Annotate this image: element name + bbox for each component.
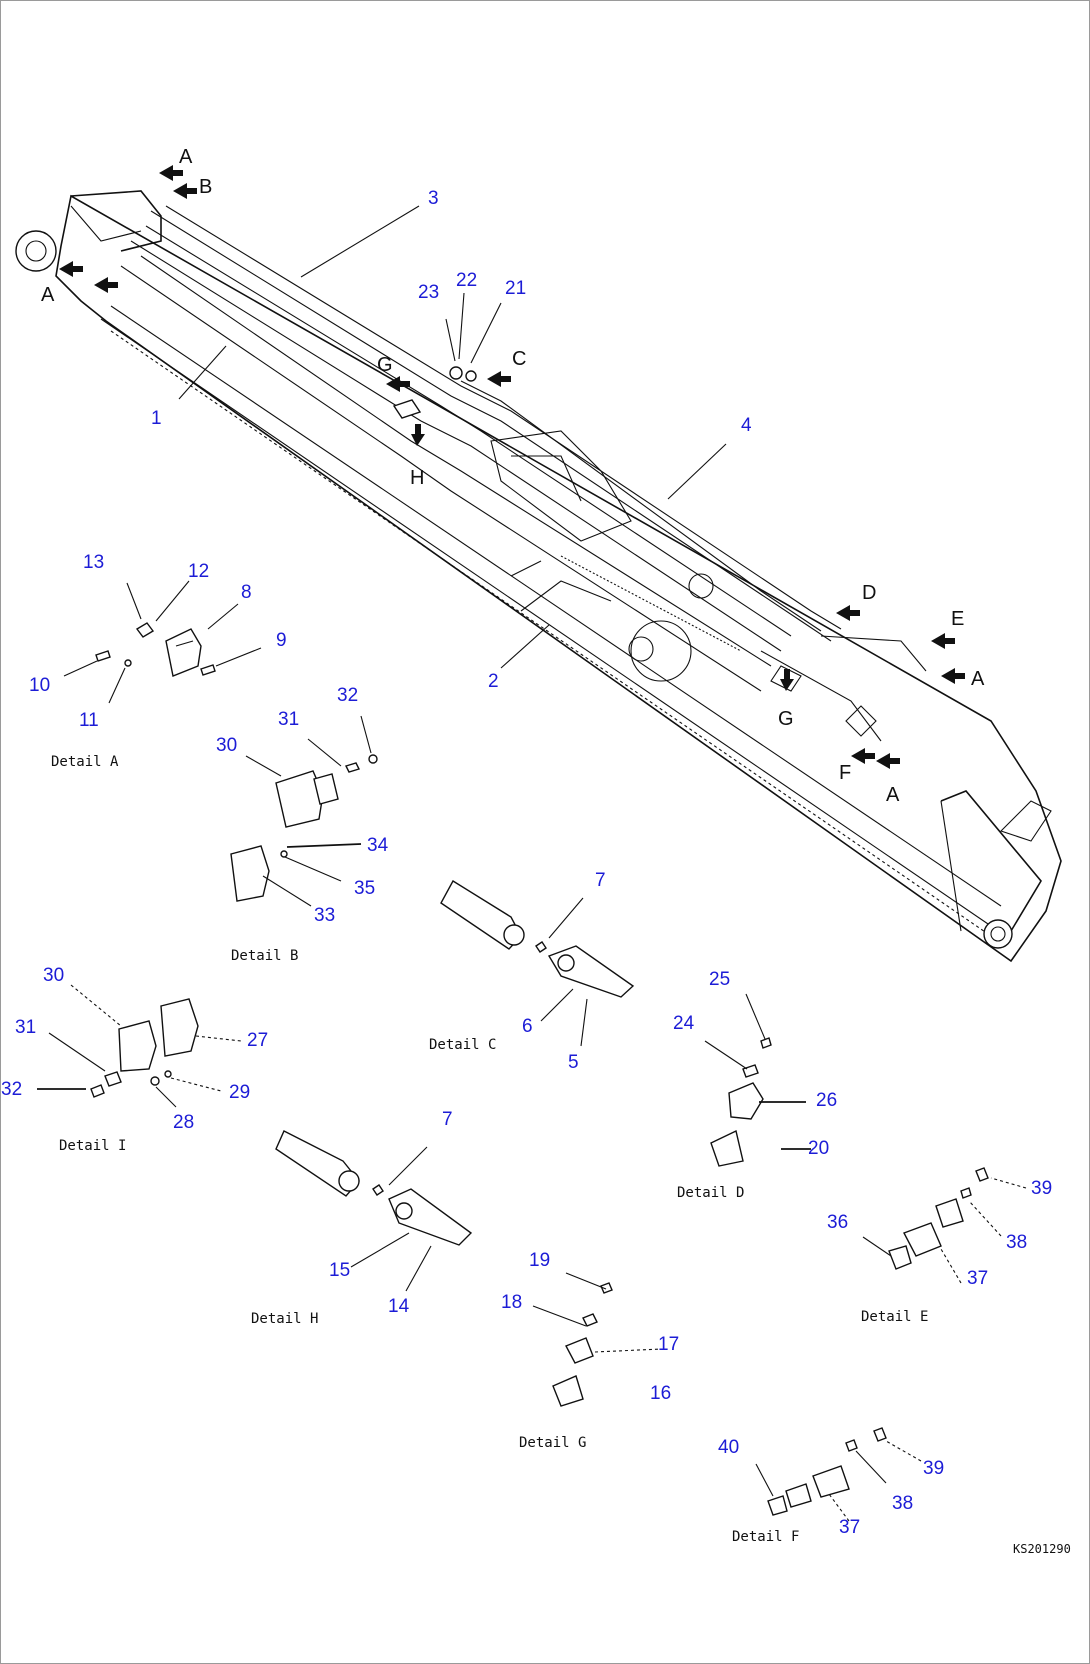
detail-c-caption: Detail C [429,1037,496,1053]
callout-3: 3 [428,188,439,209]
detail-d-caption: Detail D [677,1185,744,1201]
view-marker-c: C [512,348,526,370]
callout-26: 26 [816,1090,837,1111]
callout-36: 36 [827,1212,848,1233]
callout-13: 13 [83,552,104,573]
callout-15: 15 [329,1260,350,1281]
view-marker-a-left: A [41,284,55,306]
callout-10: 10 [29,675,50,696]
callout-37-e: 37 [967,1268,988,1289]
callout-32-i: 32 [1,1079,22,1100]
view-arrows [59,165,965,769]
callout-12: 12 [188,561,209,582]
callout-4: 4 [741,415,752,436]
main-callouts: 3 1 4 2 23 22 21 [151,188,752,692]
callout-1: 1 [151,408,162,429]
view-marker-d: D [862,582,876,604]
callout-2: 2 [488,671,499,692]
detail-g: 19 18 17 16 Detail G [501,1250,679,1451]
callout-23: 23 [418,282,439,303]
callout-24: 24 [673,1013,695,1034]
view-marker-a-lower: A [886,784,900,806]
detail-b-caption: Detail B [231,948,298,964]
callout-29: 29 [229,1082,250,1103]
callout-28: 28 [173,1112,194,1133]
callout-5: 5 [568,1052,579,1073]
detail-f-caption: Detail F [732,1529,799,1545]
callout-11: 11 [79,710,99,731]
detail-a-caption: Detail A [51,754,119,770]
callout-27: 27 [247,1030,268,1051]
callout-9: 9 [276,630,287,651]
detail-i: 30 31 32 27 29 28 Detail I [1,965,268,1154]
callout-16: 16 [650,1383,671,1404]
callout-17: 17 [658,1334,679,1355]
callout-37-f: 37 [839,1517,860,1538]
view-marker-e: E [951,608,964,630]
callout-6: 6 [522,1016,533,1037]
callout-19: 19 [529,1250,550,1271]
view-marker-a-top: A [179,146,193,168]
callout-34: 34 [367,835,389,856]
detail-d: 25 24 26 20 Detail D [673,969,837,1201]
callout-20: 20 [808,1138,829,1159]
view-marker-b-top: B [199,176,212,198]
detail-f: 40 37 38 39 Detail F [718,1427,944,1545]
detail-e: 36 37 38 39 Detail E [827,1167,1052,1325]
callout-7-c: 7 [595,870,606,891]
callout-22: 22 [456,270,477,291]
view-marker-a-right: A [971,668,985,690]
detail-h-caption: Detail H [251,1311,318,1327]
view-marker-g-mid: G [377,354,393,376]
callout-38-f: 38 [892,1493,913,1514]
view-marker-f-right: F [839,762,851,784]
boom-assembly [15,190,1062,963]
callout-31-i: 31 [15,1017,36,1038]
detail-a: 13 12 8 9 10 11 Detail A [29,552,287,770]
detail-b: 30 31 32 34 35 33 Detail B [216,685,389,964]
detail-h: 7 15 14 Detail H [251,1109,473,1327]
callout-39-e: 39 [1031,1178,1052,1199]
view-marker-h: H [410,467,424,489]
detail-i-caption: Detail I [59,1138,126,1154]
callout-38-e: 38 [1006,1232,1027,1253]
callout-32-b: 32 [337,685,358,706]
callout-39-f: 39 [923,1458,944,1479]
callout-25: 25 [709,969,730,990]
callout-31-b: 31 [278,709,299,730]
callout-8: 8 [241,582,252,603]
callout-7-h: 7 [442,1109,453,1130]
detail-c: 7 6 5 Detail C [429,870,635,1073]
callout-35: 35 [354,878,375,899]
view-marker-g-right: G [778,708,794,730]
callout-18: 18 [501,1292,522,1313]
callout-30-b: 30 [216,735,237,756]
detail-e-caption: Detail E [861,1309,928,1325]
detail-g-caption: Detail G [519,1435,586,1451]
callout-30-i: 30 [43,965,64,986]
callout-40: 40 [718,1437,739,1458]
callout-21: 21 [505,278,526,299]
callout-33: 33 [314,905,335,926]
callout-14: 14 [388,1296,410,1317]
drawing-code: KS201290 [1013,1542,1071,1556]
view-marker-labels: A B A C G H D E A G F A [41,146,985,806]
